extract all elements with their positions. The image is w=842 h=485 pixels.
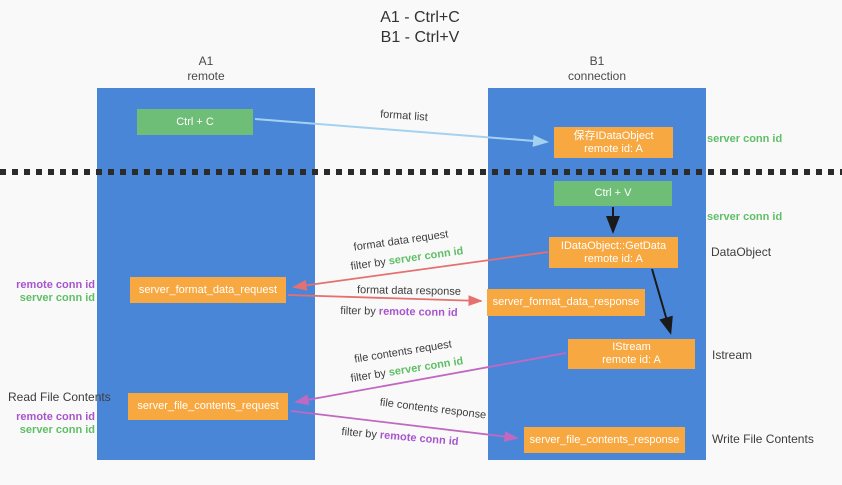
format-data-response-annotation: format data response xyxy=(356,284,462,298)
diagram-title: A1 - Ctrl+C B1 - Ctrl+V xyxy=(320,8,520,48)
ctrl-v-label: Ctrl + V xyxy=(594,187,632,199)
server-conn-id-label-left-1: server conn id xyxy=(19,292,95,304)
column-header-b1: B1 connection xyxy=(488,54,706,84)
copy-paste-divider xyxy=(0,169,842,175)
read-file-contents-label: Read File Contents xyxy=(8,390,111,404)
node-server-format-data-request: server_format_data_request xyxy=(130,277,286,303)
istream-line2: remote id: A xyxy=(602,354,661,366)
title-line-b1: B1 - Ctrl+V xyxy=(380,29,460,46)
title-line-a1: A1 - Ctrl+C xyxy=(380,9,460,26)
filter-by-text: filter by xyxy=(349,366,390,385)
node-server-file-contents-request: server_file_contents_request xyxy=(128,393,288,420)
file-contents-response-annotation: file contents response xyxy=(379,396,487,422)
format-request-label: server_format_data_request xyxy=(138,283,278,296)
getdata-line1: IDataObject::GetData xyxy=(560,239,667,252)
server-conn-id-text: server conn id xyxy=(387,245,465,268)
filter-by-text: filter by xyxy=(349,255,390,273)
remote-conn-id-label-1: remote conn id xyxy=(16,279,95,291)
node-ctrl-v: Ctrl + V xyxy=(554,181,672,206)
node-istream: IStream remote id: A xyxy=(568,339,695,369)
column-a1-subtitle: remote xyxy=(187,69,225,83)
column-a1-name: A1 xyxy=(198,54,214,68)
istream-line1: IStream xyxy=(612,341,651,353)
remote-conn-id-text: remote conn id xyxy=(379,429,459,449)
filter-by-text: filter by xyxy=(340,304,379,318)
column-header-a1: A1 remote xyxy=(97,54,315,84)
node-server-file-contents-response: server_file_contents_response xyxy=(524,427,685,453)
column-b1-subtitle: connection xyxy=(567,69,627,83)
node-ctrl-c: Ctrl + C xyxy=(137,109,253,135)
filter-by-remote-conn-id-annotation-1: filter by remote conn id xyxy=(340,305,458,319)
getdata-line2: remote id: A xyxy=(584,252,643,265)
save-idataobject-line1: 保存IDataObject xyxy=(573,129,654,142)
filter-by-remote-conn-id-annotation-2: filter by remote conn id xyxy=(341,426,459,448)
node-save-idataobject: 保存IDataObject remote id: A xyxy=(554,127,673,158)
file-request-label: server_file_contents_request xyxy=(137,400,279,412)
filter-by-text: filter by xyxy=(341,425,381,442)
server-conn-id-label-mid: server conn id xyxy=(707,211,783,223)
ctrl-c-label: Ctrl + C xyxy=(176,115,214,128)
format-response-label: server_format_data_response xyxy=(492,296,640,308)
istream-side-label: Istream xyxy=(712,348,753,362)
server-conn-id-label-left-2: server conn id xyxy=(19,424,95,436)
dataobject-label: DataObject xyxy=(711,245,772,259)
node-idataobject-getdata: IDataObject::GetData remote id: A xyxy=(549,237,678,268)
server-conn-id-text: server conn id xyxy=(387,355,465,379)
save-idataobject-line2: remote id: A xyxy=(584,142,643,155)
server-conn-id-label-top: server conn id xyxy=(707,133,783,145)
remote-conn-id-label-2: remote conn id xyxy=(16,411,95,423)
file-response-label: server_file_contents_response xyxy=(529,433,680,446)
column-b1-name: B1 xyxy=(589,54,605,68)
format-list-annotation: format list xyxy=(379,108,429,124)
node-server-format-data-response: server_format_data_response xyxy=(487,289,645,316)
write-file-contents-label: Write File Contents xyxy=(712,432,814,446)
remote-conn-id-text: remote conn id xyxy=(378,305,458,320)
